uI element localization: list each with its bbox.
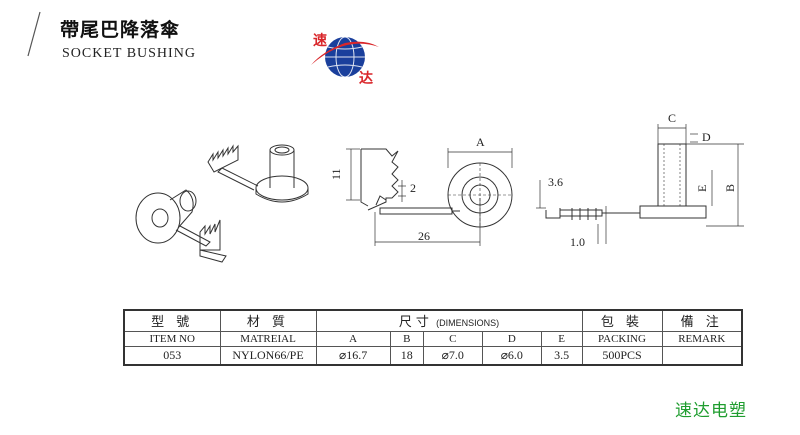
header-dim-a: A xyxy=(315,330,391,347)
front-view xyxy=(545,143,707,220)
product-title-english: SOCKET BUSHING xyxy=(62,46,196,61)
dim-label-a: A xyxy=(476,135,485,149)
header-packing-cn: 包 裝 xyxy=(581,309,663,332)
dim-label-26: 26 xyxy=(418,229,430,243)
cell-dim-e: 3.5 xyxy=(540,345,583,366)
cell-dim-b: 18 xyxy=(389,345,424,366)
dim-label-d: D xyxy=(702,130,711,144)
header-dimensions-cn: 尺寸 xyxy=(398,315,433,331)
logo-char-bottom: 达 xyxy=(359,70,373,87)
header-item-no-cn: 型 號 xyxy=(123,309,221,332)
dimension-labels: A 11 2 26 C D E B 3.6 1.0 xyxy=(329,111,737,249)
company-logo: 速 达 xyxy=(311,32,379,87)
dim-label-e: E xyxy=(695,185,709,192)
header-remark-cn: 備 注 xyxy=(661,309,743,332)
table-row: 053 NYLON66/PE ⌀16.7 18 ⌀7.0 ⌀6.0 3.5 50… xyxy=(123,345,743,366)
technical-drawing: A 11 2 26 C D E B 3.6 1.0 xyxy=(135,111,744,263)
header-dim-d: D xyxy=(481,330,542,347)
header-material-cn: 材 質 xyxy=(219,309,317,332)
header-item-no-en: ITEM NO xyxy=(123,330,221,347)
header-dimensions-en: (DIMENSIONS) xyxy=(436,318,500,329)
header-dimensions: 尺寸 (DIMENSIONS) xyxy=(315,309,583,332)
cell-dim-c: ⌀7.0 xyxy=(422,345,483,366)
dim-label-c: C xyxy=(668,111,676,125)
dim-label-2: 2 xyxy=(410,181,416,195)
header-material-en: MATREIAL xyxy=(219,330,317,347)
iso-view-top xyxy=(207,144,309,203)
header-remark-en: REMARK xyxy=(661,330,743,347)
dimension-lines xyxy=(346,124,744,246)
dim-label-3-6: 3.6 xyxy=(548,175,563,189)
dim-label-11: 11 xyxy=(329,168,343,180)
dim-label-b: B xyxy=(723,184,737,192)
dim-label-1-0: 1.0 xyxy=(570,235,585,249)
header-dim-e: E xyxy=(540,330,583,347)
brand-name: 速达电塑 xyxy=(675,401,747,421)
cell-material: NYLON66/PE xyxy=(219,345,317,366)
specification-table: 型 號 材 質 尺寸 (DIMENSIONS) 包 裝 備 注 ITEM NO … xyxy=(123,309,743,366)
header-dim-c: C xyxy=(422,330,483,347)
cell-dim-a: ⌀16.7 xyxy=(315,345,391,366)
cell-remark xyxy=(661,345,743,366)
iso-view-bottom xyxy=(135,189,227,263)
header-slash-decoration xyxy=(27,11,41,57)
cell-packing: 500PCS xyxy=(581,345,663,366)
logo-char-top: 速 xyxy=(313,32,327,49)
header-packing-en: PACKING xyxy=(581,330,663,347)
cell-item-no: 053 xyxy=(123,345,221,366)
product-title-chinese: 帶尾巴降落傘 xyxy=(60,19,181,41)
header-dim-b: B xyxy=(389,330,424,347)
cell-dim-d: ⌀6.0 xyxy=(481,345,542,366)
